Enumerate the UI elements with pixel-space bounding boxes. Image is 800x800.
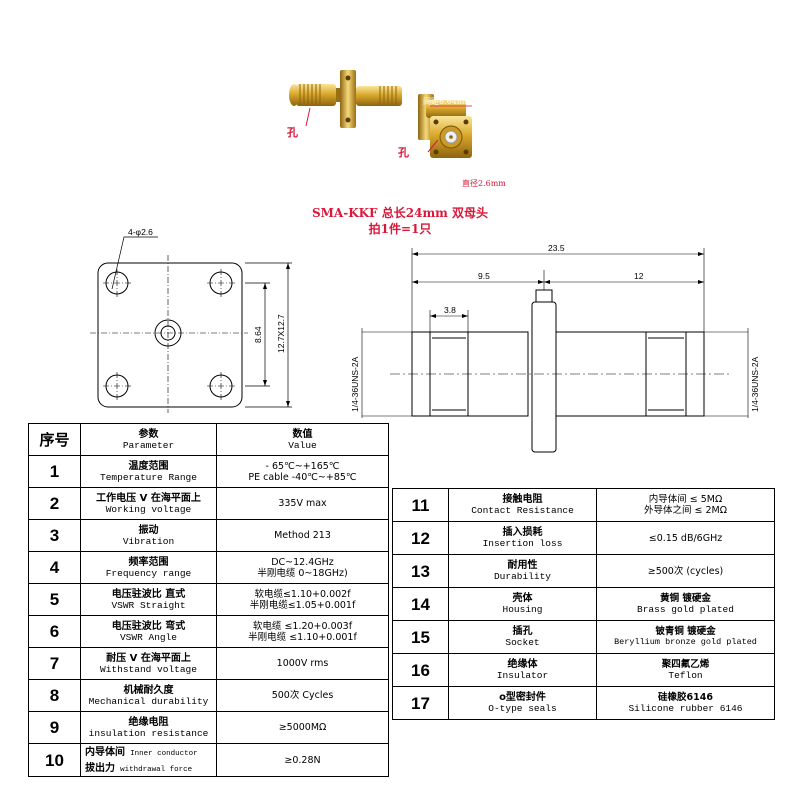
dim-left: 9.5 [478,271,490,281]
dim-outer: 12.7X12.7 [276,314,286,353]
spacing-note: 间距8.64mm [423,97,472,106]
header-no: 序号 [28,423,81,456]
front-view-drawing: 4-φ2.6 8.64 12.7X12.7 [90,227,292,413]
connector-photo-side [289,70,402,128]
dim-inner: 8.64 [253,326,263,343]
diameter-note: 直径2.6mm [462,179,506,188]
table-row: 10 内导体间 Inner conductor 拔出力 withdrawal f… [28,743,389,777]
product-subtitle: 拍1件=1只 [368,222,432,236]
thread-spec-right: 1/4-36UNS-2A [750,356,760,412]
dim-right: 12 [634,271,644,281]
product-photo [289,70,472,158]
side-view-drawing: 23.5 9.5 12 3.8 1/4-36UNS-2A 1/4-36UNS-2… [350,243,760,453]
dim-thread: 3.8 [444,305,456,315]
thread-spec-left: 1/4-36UNS-2A [350,356,360,412]
product-title: SMA-KKF 总长24mm 双母头 [311,206,489,220]
hole-callout: 4-φ2.6 [128,227,153,237]
hole-label-right: 孔 [398,146,409,159]
hole-label-left: 孔 [287,126,298,139]
dim-total: 23.5 [548,243,565,253]
connector-photo-front [418,94,472,158]
